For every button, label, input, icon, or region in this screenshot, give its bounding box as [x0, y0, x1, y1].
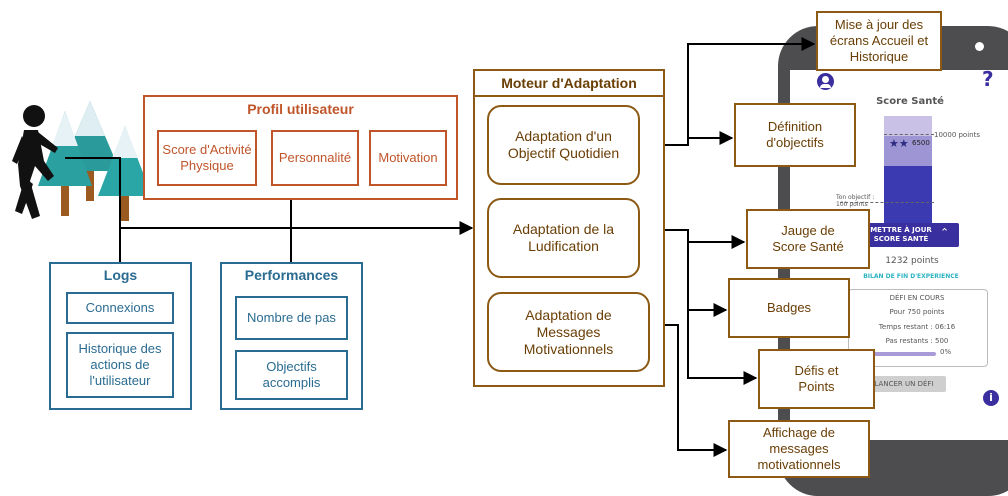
score-gauge-fill — [884, 162, 932, 226]
defi-progress-bar — [874, 352, 936, 356]
defi-steps: Pas restants : 500 — [885, 337, 949, 345]
logs-title: Logs — [103, 267, 138, 283]
adaptation-objectif-box: Adaptation d'un Objectif Quotidien — [487, 105, 640, 185]
historique-actions-label: Historique des actions de l'utilisateur — [78, 341, 162, 388]
badges-box: Badges — [728, 278, 850, 338]
gauge-stars-icon: ★★ — [889, 137, 909, 150]
tree-icon — [38, 111, 92, 216]
moteur-adaptation-title: Moteur d'Adaptation — [501, 75, 637, 91]
bilan-link[interactable]: BILAN DE FIN D'EXPERIENCE — [863, 273, 959, 280]
update-score-button[interactable]: METTRE À JOUR SCORE SANTÉ ⌃ — [862, 223, 959, 247]
hiker-illustration — [12, 101, 152, 221]
person-walking-icon — [12, 105, 58, 219]
definition-objectifs-label: Définition d'objectifs — [766, 119, 824, 150]
defi-percent: 0% — [940, 348, 952, 356]
adaptation-messages-box: Adaptation de Messages Motivationnels — [487, 292, 650, 372]
score-activite-label: Score d'Activité Physique — [162, 142, 252, 173]
motivation-label: Motivation — [378, 150, 438, 165]
help-icon[interactable]: ? — [982, 67, 994, 91]
nombre-de-pas-box: Nombre de pas — [235, 296, 348, 340]
adaptation-messages-label: Adaptation de Messages Motivationnels — [523, 306, 614, 357]
affichage-messages-label: Affichage de messages motivationnels — [757, 425, 841, 472]
gauge-top-label: 10000 points — [934, 131, 980, 139]
jauge-score-box: Jauge de Score Santé — [746, 209, 870, 269]
adaptation-objectif-label: Adaptation d'un Objectif Quotidien — [507, 128, 620, 161]
profile-icon[interactable] — [817, 73, 834, 90]
lancer-defi-button[interactable]: LANCER UN DÉFI — [862, 376, 946, 392]
defi-points: Pour 750 points — [889, 308, 945, 316]
historique-actions-box: Historique des actions de l'utilisateur — [66, 332, 174, 398]
objective-label: Ton objectif : 100 points — [836, 194, 875, 208]
mise-a-jour-box: Mise à jour des écrans Accueil et Histor… — [816, 11, 942, 71]
defi-time: Temps restant : 06:16 — [878, 323, 956, 331]
connexions-label: Connexions — [85, 300, 155, 315]
points-total: 1232 points — [885, 256, 939, 266]
objectifs-accomplis-label: Objectifs accomplis — [262, 359, 321, 390]
tree-icon — [98, 126, 152, 221]
chevron-up-icon: ⌃ — [940, 226, 950, 239]
adaptation-ludification-label: Adaptation de la Ludification — [512, 221, 615, 254]
adaptation-ludification-box: Adaptation de la Ludification — [487, 198, 640, 278]
info-icon[interactable]: i — [983, 390, 999, 406]
definition-objectifs-box: Définition d'objectifs — [734, 103, 856, 167]
profil-utilisateur-title: Profil utilisateur — [247, 101, 354, 117]
objectifs-accomplis-box: Objectifs accomplis — [235, 350, 348, 400]
badges-label: Badges — [766, 300, 812, 315]
affichage-messages-box: Affichage de messages motivationnels — [728, 420, 870, 478]
motivation-box: Motivation — [369, 130, 447, 186]
phone-home-button[interactable] — [873, 420, 931, 436]
connexions-box: Connexions — [66, 292, 174, 324]
defi-title: DÉFI EN COURS — [889, 294, 945, 302]
mise-a-jour-label: Mise à jour des écrans Accueil et Histor… — [829, 17, 929, 64]
defis-points-label: Défis et Points — [794, 363, 839, 394]
gauge-value: 6500 — [912, 139, 930, 147]
phone-camera-dot — [975, 42, 984, 51]
nombre-de-pas-label: Nombre de pas — [247, 310, 336, 325]
jauge-score-label: Jauge de Score Santé — [772, 223, 844, 254]
personnalite-box: Personnalité — [271, 130, 359, 186]
performances-title: Performances — [244, 267, 339, 283]
personnalite-label: Personnalité — [278, 150, 352, 165]
defis-points-box: Défis et Points — [758, 349, 875, 409]
score-sante-title: Score Santé — [876, 96, 944, 107]
score-activite-box: Score d'Activité Physique — [157, 130, 257, 186]
